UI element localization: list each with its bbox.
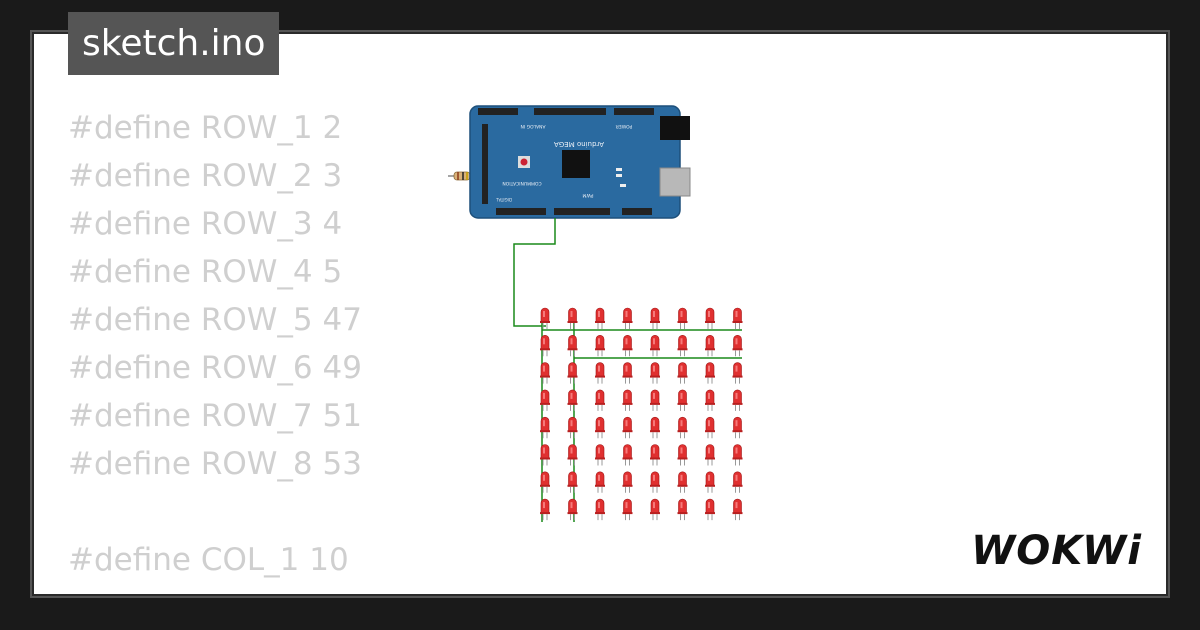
- board-pwm-label: PWM: [582, 192, 593, 198]
- led: [705, 444, 715, 466]
- led: [540, 416, 550, 439]
- led: [622, 416, 633, 439]
- led: [650, 498, 660, 521]
- code-preview: #define ROW_1 2 #define ROW_2 3 #define RO…: [68, 104, 362, 594]
- led: [705, 498, 715, 521]
- led: [705, 416, 715, 439]
- led: [650, 335, 660, 357]
- led: [705, 362, 715, 384]
- board-power-label: POWER: [616, 123, 633, 129]
- file-tab-sketch[interactable]: sketch.ino: [68, 12, 280, 75]
- led: [595, 307, 605, 329]
- led: [622, 471, 633, 493]
- code-line: #define ROW_4 5: [68, 254, 343, 290]
- led: [622, 362, 633, 384]
- led: [595, 362, 605, 384]
- circuit-diagram: Arduino MEGA ANALOG IN POWER COMMUNICATI…: [448, 105, 743, 522]
- led: [732, 498, 743, 521]
- led: [677, 416, 688, 439]
- led: [567, 444, 578, 466]
- led: [732, 389, 743, 411]
- led: [732, 335, 743, 357]
- led: [567, 335, 578, 357]
- led: [540, 362, 550, 384]
- code-line: #define ROW_6 49: [68, 350, 362, 386]
- led: [595, 335, 605, 357]
- wokwi-logo: WOKWi: [971, 528, 1142, 574]
- led: [595, 389, 605, 411]
- led: [567, 498, 578, 521]
- led: [567, 389, 578, 411]
- led-matrix: [540, 307, 743, 521]
- logo-text: WOKWi: [971, 528, 1142, 574]
- board-communication-label: COMMUNICATION: [502, 180, 541, 186]
- led: [540, 335, 550, 357]
- led: [677, 444, 688, 466]
- led: [540, 498, 550, 521]
- led: [540, 444, 550, 466]
- code-line: #define ROW_3 4: [68, 206, 343, 242]
- led: [677, 498, 688, 521]
- code-line: #define ROW_1 2: [68, 110, 343, 146]
- led: [540, 307, 550, 329]
- led: [622, 444, 633, 466]
- led: [705, 307, 715, 329]
- led: [677, 471, 688, 493]
- code-line: #define ROW_7 51: [68, 398, 362, 434]
- led: [732, 307, 743, 329]
- led: [622, 335, 633, 357]
- led: [650, 444, 660, 466]
- led: [677, 335, 688, 357]
- led: [540, 471, 550, 493]
- led: [677, 389, 688, 411]
- arduino-mega-board: Arduino MEGA ANALOG IN POWER COMMUNICATI…: [469, 105, 691, 219]
- led: [622, 498, 633, 521]
- led: [650, 471, 660, 493]
- code-line: #define COL_1 10: [68, 542, 349, 578]
- code-line: #define ROW_5 47: [68, 302, 362, 338]
- led: [732, 416, 743, 439]
- board-digital-label: DIGITAL: [495, 197, 511, 202]
- code-line: #define ROW_2 3: [68, 158, 343, 194]
- project-preview-card: #define ROW_1 2 #define ROW_2 3 #define RO…: [34, 34, 1166, 594]
- led: [595, 444, 605, 466]
- board-name-label: Arduino MEGA: [554, 140, 604, 148]
- resistor: [448, 171, 474, 181]
- led: [650, 389, 660, 411]
- led: [705, 471, 715, 493]
- led: [567, 416, 578, 439]
- led: [650, 307, 660, 329]
- led: [705, 389, 715, 411]
- code-line: #define COL_2 11: [68, 584, 362, 594]
- led: [567, 471, 578, 493]
- led: [705, 335, 715, 357]
- led: [732, 362, 743, 384]
- led: [567, 307, 578, 329]
- led: [595, 416, 605, 439]
- led: [677, 362, 688, 384]
- led: [595, 498, 605, 521]
- board-analog-label: ANALOG IN: [520, 123, 545, 129]
- led: [540, 389, 550, 411]
- led: [677, 307, 688, 329]
- led: [650, 416, 660, 439]
- led: [732, 444, 743, 466]
- led: [595, 471, 605, 493]
- led: [622, 389, 633, 411]
- led: [622, 307, 633, 329]
- led: [732, 471, 743, 493]
- led: [650, 362, 660, 384]
- led: [567, 362, 578, 384]
- code-line: #define ROW_8 53: [68, 446, 362, 482]
